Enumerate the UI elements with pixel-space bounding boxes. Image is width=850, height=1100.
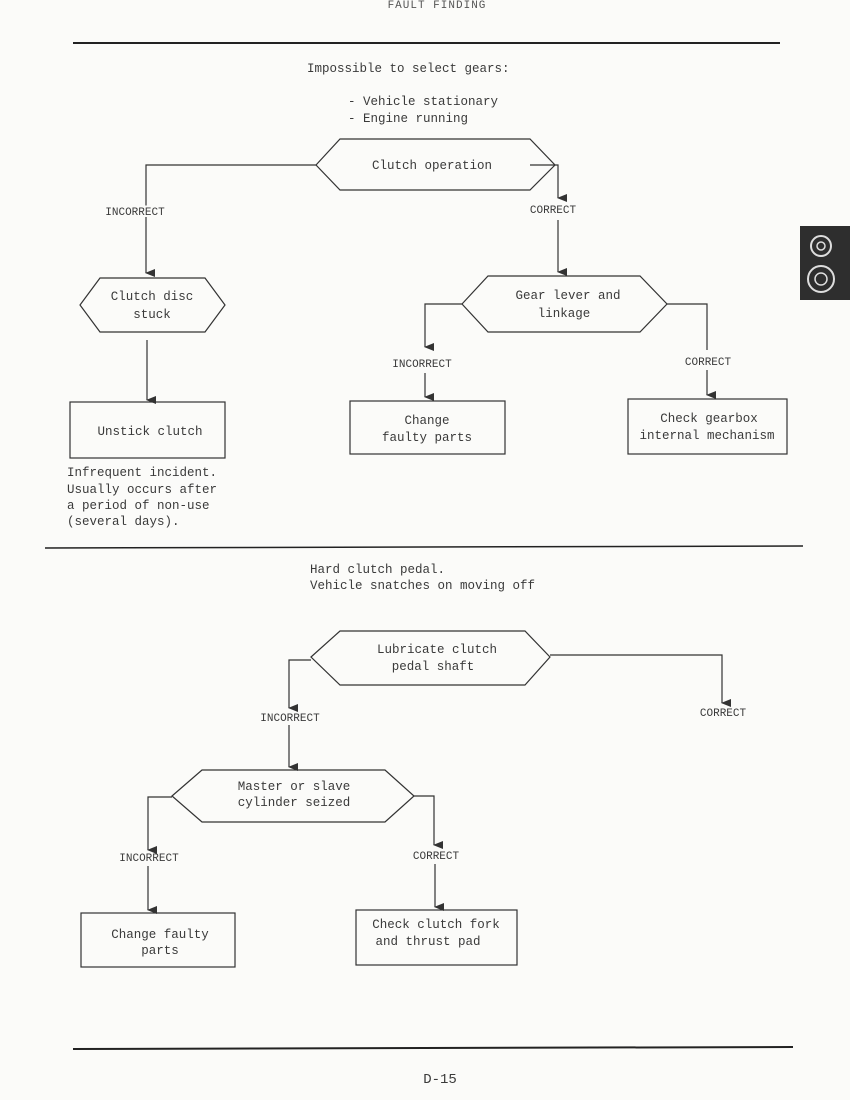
correct-label: CORRECT [530, 205, 577, 217]
note-line: Usually occurs after [67, 483, 217, 497]
action-text: Unstick clutch [97, 425, 202, 439]
connector [288, 659, 311, 712]
incorrect-label: INCORRECT [105, 207, 165, 219]
note-line: a period of non-use [67, 499, 210, 513]
decision-lubricate-pedal-shaft [310, 630, 551, 686]
connector [147, 796, 172, 854]
action-unstick-clutch [69, 401, 226, 459]
section1-title: Impossible to select gears: [307, 62, 510, 76]
decision-text: Clutch operation [372, 159, 492, 173]
section2-title: Vehicle snatches on moving off [310, 579, 535, 593]
connector [424, 303, 462, 351]
action-text: and thrust pad [375, 935, 480, 949]
decision-text: stuck [133, 308, 171, 322]
decision-text: linkage [538, 307, 591, 321]
action-check-gearbox [627, 398, 788, 455]
note-line: Infrequent incident. [67, 466, 217, 480]
connector [530, 164, 567, 202]
correct-label: CORRECT [700, 708, 747, 720]
note-line: (several days). [67, 515, 180, 529]
correct-label: CORRECT [413, 851, 460, 863]
section-divider [44, 545, 804, 549]
action-text: internal mechanism [639, 429, 774, 443]
decision-text: Clutch disc [111, 290, 194, 304]
decision-text: Master or slave [238, 780, 351, 794]
action-text: Change [404, 414, 449, 428]
bottom-rule [72, 1046, 794, 1050]
condition: - Engine running [348, 112, 468, 126]
condition: - Vehicle stationary [348, 95, 499, 109]
connector [145, 164, 316, 277]
decision-clutch-disc-stuck [79, 277, 226, 333]
connector [667, 303, 708, 350]
decision-gear-lever [461, 275, 668, 333]
decision-text: Gear lever and [515, 289, 620, 303]
incorrect-label: INCORRECT [392, 359, 452, 371]
decision-text: cylinder seized [238, 796, 351, 810]
page-header: FAULT FINDING [388, 0, 487, 12]
action-text: parts [141, 944, 179, 958]
connector [414, 795, 443, 849]
action-change-faulty-parts [349, 400, 506, 455]
decision-text: Lubricate clutch [377, 643, 497, 657]
clutch-gear-icon [800, 226, 850, 300]
action-text: faulty parts [382, 431, 472, 445]
incorrect-label: INCORRECT [119, 853, 179, 865]
action-check-clutch-fork [355, 909, 518, 966]
page-number: D-15 [423, 1072, 457, 1088]
section2-title: Hard clutch pedal. [310, 563, 445, 577]
action-change-faulty-parts [80, 912, 236, 968]
action-text: Check clutch fork [372, 918, 500, 932]
decision-text: pedal shaft [392, 660, 475, 674]
correct-label: CORRECT [685, 357, 732, 369]
action-text: Check gearbox [660, 412, 758, 426]
connector [550, 654, 731, 707]
action-text: Change faulty [111, 928, 209, 942]
incorrect-label: INCORRECT [260, 713, 320, 725]
